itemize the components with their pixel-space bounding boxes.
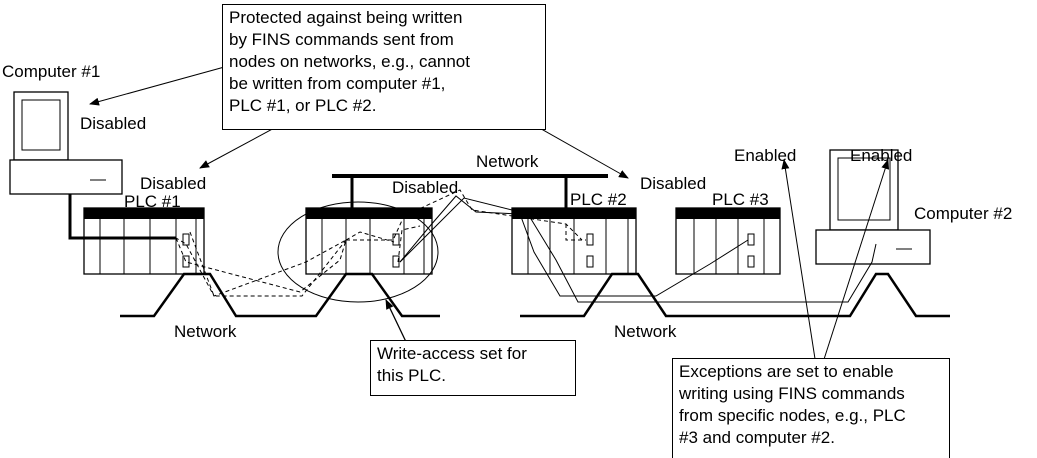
top-network-line (332, 174, 608, 208)
computer-1-icon (9, 91, 123, 195)
protected-callout-line: Protected against being written (229, 8, 463, 27)
plc-3-label: PLC #3 (712, 190, 769, 209)
exceptions-callout: Exceptions are set to enable writing usi… (672, 358, 950, 458)
protected-callout-arrows (89, 65, 629, 179)
write-access-arrow (385, 299, 409, 347)
bottom-right-network-line (520, 272, 950, 318)
exceptions-callout-line: writing using FINS commands (679, 384, 905, 403)
plc-1-icon (83, 207, 205, 275)
middle-plc-disabled-label: Disabled (392, 178, 459, 197)
write-access-callout: Write-access set for this PLC. (370, 340, 576, 396)
selected-plc-ellipse (277, 201, 439, 303)
fins-paths (70, 189, 586, 297)
plc-1-disabled-label: Disabled (140, 174, 207, 193)
bottom-left-network-label: Network (174, 322, 237, 341)
computer-2-label: Computer #2 (914, 204, 1013, 223)
computer-1-label: Computer #1 (2, 62, 101, 81)
protected-callout-line: by FINS commands sent from (229, 30, 454, 49)
plc-middle-icon (305, 207, 433, 275)
protected-callout: Protected against being written by FINS … (222, 4, 546, 130)
bottom-left-network-line (120, 272, 440, 318)
protected-callout-line: PLC #1, or PLC #2. (229, 96, 377, 115)
plc-3-icon (675, 207, 781, 275)
protected-callout-line: nodes on networks, e.g., cannot (229, 52, 470, 71)
exceptions-callout-line: from specific nodes, e.g., PLC (679, 406, 906, 425)
plc-2-disabled-label: Disabled (640, 174, 707, 193)
plc-1-label: PLC #1 (124, 192, 181, 211)
exceptions-callout-line: #3 and computer #2. (679, 428, 835, 447)
plc-3-enabled-label: Enabled (734, 146, 797, 165)
protected-callout-line: be written from computer #1, (229, 74, 446, 93)
enabled-paths (399, 195, 877, 303)
bottom-right-network-label: Network (614, 322, 677, 341)
exceptions-arrows (781, 159, 890, 379)
computer-1-disabled-label: Disabled (80, 114, 147, 133)
top-network-label: Network (476, 152, 539, 171)
plc-2-label: PLC #2 (570, 190, 627, 209)
write-access-callout-line: this PLC. (377, 366, 446, 385)
computer-2-enabled-label: Enabled (850, 146, 913, 165)
exceptions-callout-line: Exceptions are set to enable (679, 362, 894, 381)
write-access-callout-line: Write-access set for (377, 344, 527, 363)
